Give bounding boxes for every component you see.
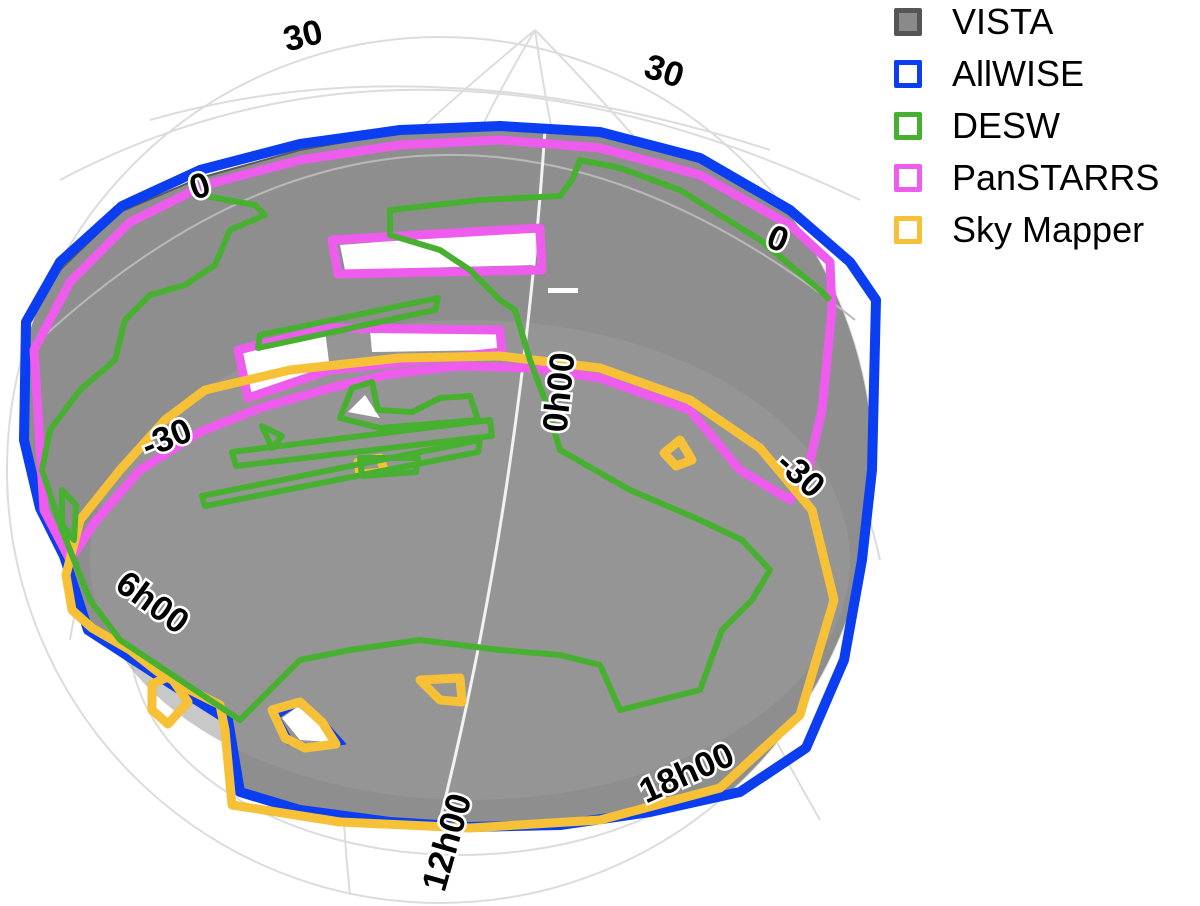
desw-patch-west: [59, 487, 79, 543]
gap-south: [282, 705, 330, 742]
legend-item-panstarrs: PanSTARRS: [892, 156, 1197, 208]
legend-item-desw: DESW: [892, 104, 1197, 156]
ra-label-0h: 0h00: [535, 351, 582, 434]
legend-item-allwise: AllWISE: [892, 52, 1197, 104]
panstarrs-north-hole: [327, 223, 547, 279]
desw-stripe-2: [229, 417, 495, 469]
skymapper-patch-south: [415, 673, 467, 707]
outline-square-icon: [894, 164, 922, 192]
skymapper-patch-left: [147, 671, 193, 729]
filled-square-icon: [894, 8, 922, 36]
desw-stripe-1: [255, 295, 441, 351]
outline-square-icon: [894, 60, 922, 88]
panstarrs-main: [29, 135, 837, 565]
grid-arc-dec-30: [59, 88, 861, 201]
legend-label-desw: DESW: [952, 105, 1060, 146]
gap-streak: [548, 288, 578, 293]
legend-label-skymapper: Sky Mapper: [952, 209, 1145, 250]
dec-label-30-right: 30: [640, 47, 689, 96]
skymapper-south-loop: [267, 697, 341, 753]
desw-footprints: [39, 157, 833, 723]
desw-loop-center: [337, 379, 481, 431]
desw-patch-center: [357, 455, 421, 479]
legend: VISTA AllWISE DESW PanSTARRS Sky Mapper: [892, 0, 1197, 260]
legend-item-skymapper: Sky Mapper: [892, 208, 1197, 260]
legend-label-vista: VISTA: [952, 1, 1054, 42]
desw-main: [39, 157, 833, 723]
skymapper-main: [61, 351, 839, 833]
legend-label-allwise: AllWISE: [952, 53, 1085, 94]
outline-square-icon: [894, 216, 922, 244]
legend-label-panstarrs: PanSTARRS: [952, 157, 1160, 198]
dec-label-30-left: 30: [279, 12, 326, 59]
equator-arc: [39, 154, 856, 341]
legend-item-vista: VISTA: [892, 0, 1197, 52]
outline-square-icon: [894, 112, 922, 140]
grid-arc-north: [149, 85, 771, 151]
skymapper-patch-east: [659, 435, 697, 471]
sky-map: 30 30 0 0 -30 -30 0h00 6h00 12h00 18h00: [6, 12, 881, 904]
gap-desw-small: [348, 395, 380, 418]
desw-small-patch: [259, 423, 285, 451]
